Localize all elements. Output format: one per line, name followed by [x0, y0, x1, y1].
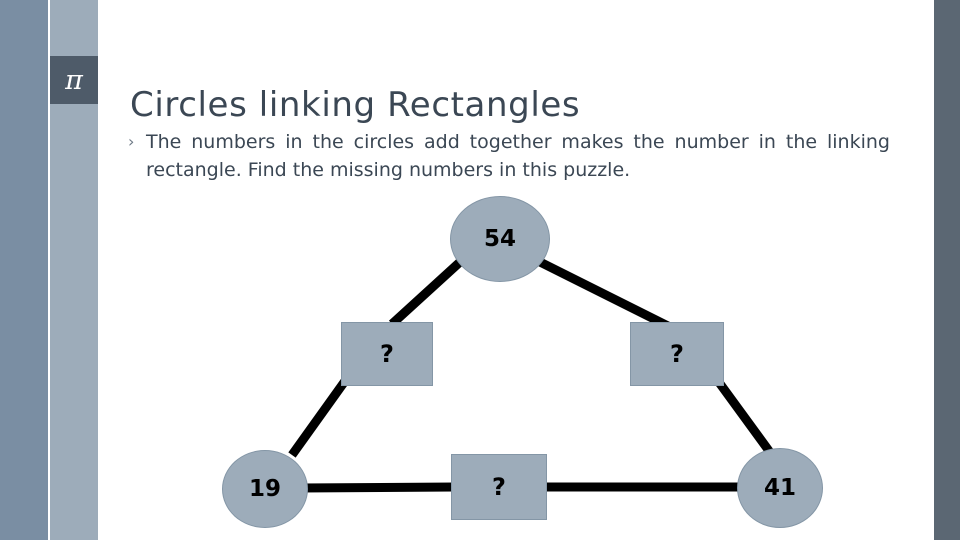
- node-rect-right-label: ?: [670, 340, 684, 368]
- edge-circle-top-rect-left: [388, 258, 464, 328]
- node-circle-right[interactable]: 41: [737, 448, 823, 528]
- node-rect-right[interactable]: ?: [630, 322, 724, 386]
- edge-circle-top-rect-right: [537, 257, 671, 331]
- node-rect-left[interactable]: ?: [341, 322, 433, 386]
- node-circle-right-label: 41: [763, 474, 796, 501]
- chevron-right-icon: ›: [128, 132, 135, 151]
- node-rect-bottom[interactable]: ?: [451, 454, 547, 520]
- edge-circle-left-rect-bottom: [299, 482, 456, 493]
- node-rect-left-label: ?: [380, 340, 394, 368]
- node-circle-left[interactable]: 19: [222, 450, 308, 528]
- edge-rect-right-circle-right: [714, 378, 776, 458]
- node-circle-left-label: 19: [248, 475, 281, 502]
- edge-rect-left-circle-left: [288, 378, 349, 458]
- pi-icon: π: [65, 64, 83, 96]
- pi-logo-tile: π: [50, 56, 98, 104]
- decorative-bar-right: [934, 0, 960, 540]
- bullet-item: › The numbers in the circles add togethe…: [128, 128, 890, 184]
- decorative-bar-left-dark: [0, 0, 48, 540]
- node-circle-top-label: 54: [483, 225, 516, 252]
- node-rect-bottom-label: ?: [492, 473, 506, 501]
- bullet-item-text: The numbers in the circles add together …: [146, 131, 890, 181]
- node-circle-top[interactable]: 54: [450, 196, 550, 282]
- page-title: Circles linking Rectangles: [130, 84, 581, 125]
